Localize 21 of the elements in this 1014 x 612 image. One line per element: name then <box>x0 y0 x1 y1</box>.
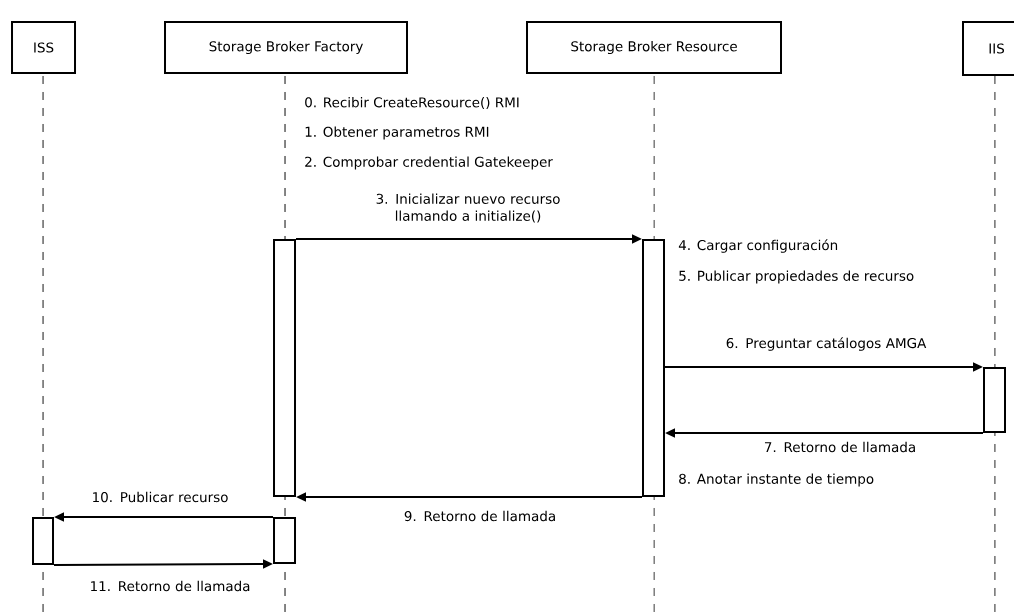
activation-bar <box>273 239 296 497</box>
edge-label: 9. Retorno de llamada <box>404 510 555 522</box>
edge-label: 11. Retorno de llamada <box>91 580 250 592</box>
step-note: 8. Anotar instante de tiempo <box>679 473 874 487</box>
step-note: 5. Publicar propiedades de recurso <box>679 270 914 284</box>
activation-bar <box>273 517 296 564</box>
step-note: 4. Cargar configuración <box>678 239 838 253</box>
edge-label: 7. Retorno de llamada <box>764 441 915 453</box>
activation-bar <box>642 239 665 497</box>
step-note: 1. Obtener parametros RMI <box>305 126 489 140</box>
activation-bar <box>983 367 1006 433</box>
activation-bar <box>32 517 54 565</box>
lifeline-header-box: ISS <box>11 21 76 74</box>
step-note: 0. Recibir CreateResource() RMI <box>305 97 519 109</box>
edge-label: 10. Publicar recurso <box>93 491 228 503</box>
lifeline-header-box: IIS <box>962 21 1014 76</box>
edge-label: 3. Inicializar nuevo recurso llamando a initialize() <box>376 193 560 223</box>
lifeline-header-box: Storage Broker Resource <box>526 21 782 74</box>
edge-label: 6. Preguntar catálogos AMGA <box>726 337 927 351</box>
lifeline-header-box: Storage Broker Factory <box>164 21 408 74</box>
step-note: 2. Comprobar credential Gatekeeper <box>305 156 553 170</box>
